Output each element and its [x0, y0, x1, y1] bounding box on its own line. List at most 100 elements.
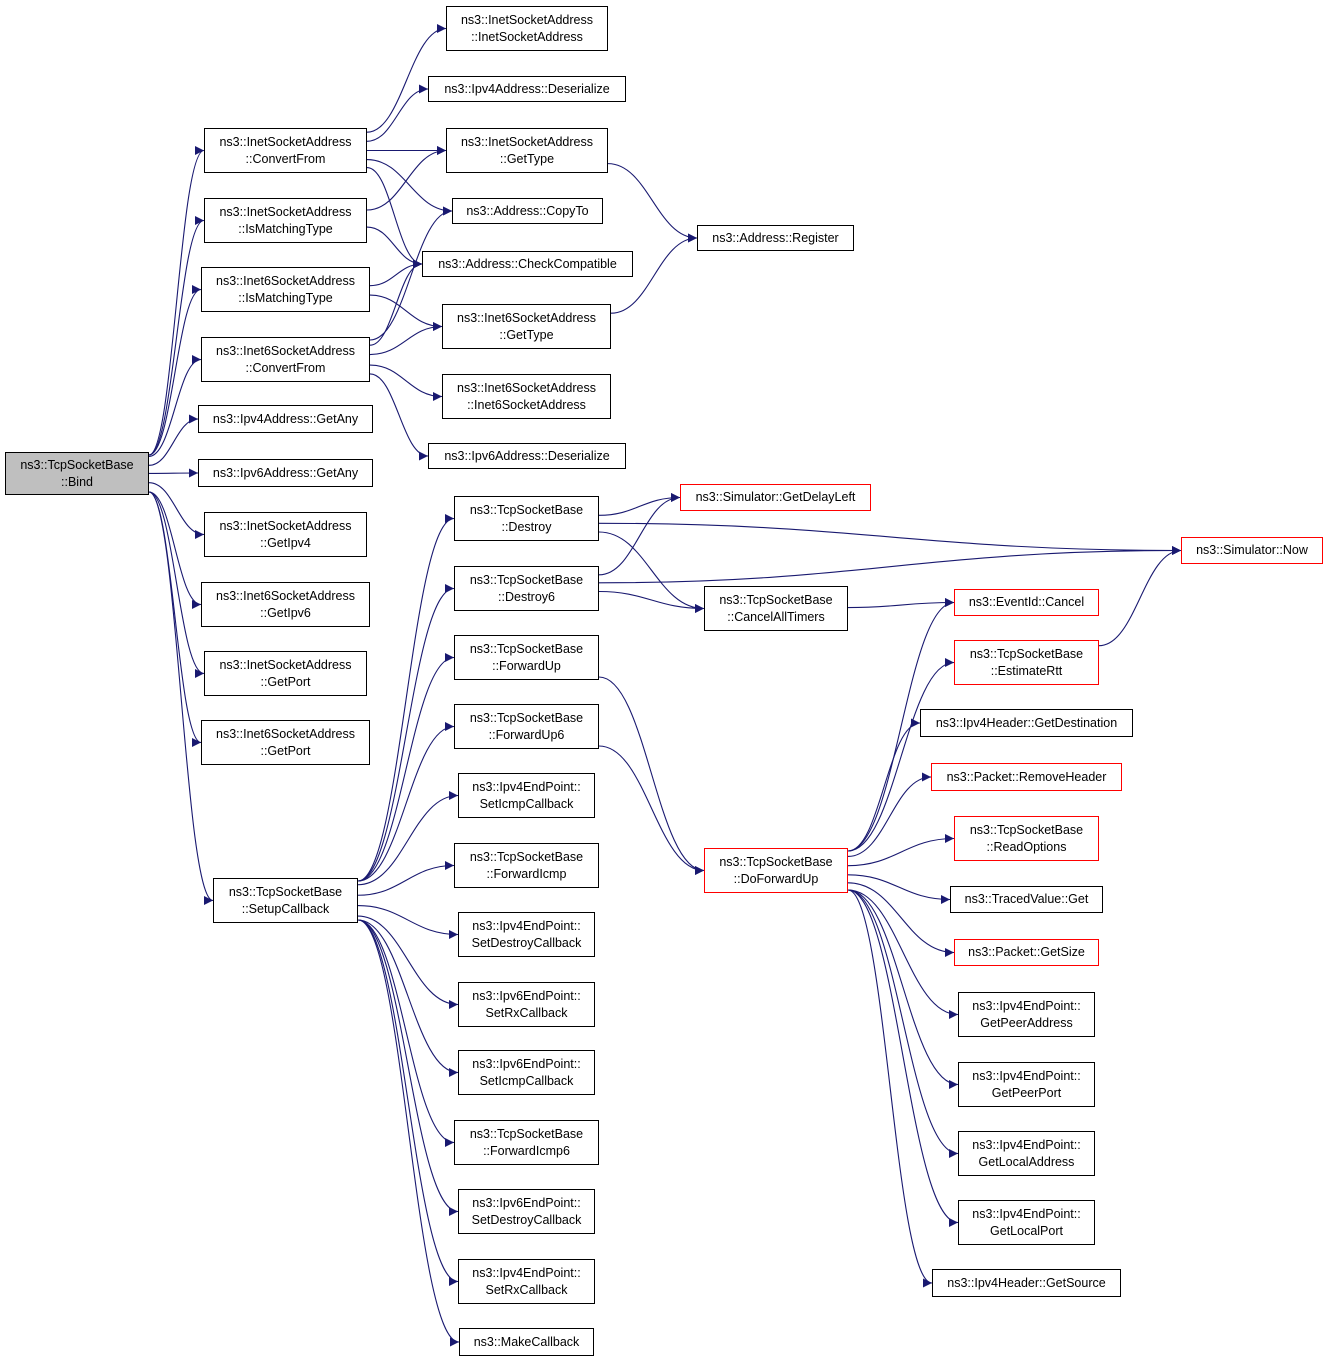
- graph-node-isa-getport[interactable]: ns3::InetSocketAddress::GetPort: [204, 651, 367, 696]
- graph-node-readoptions[interactable]: ns3::TcpSocketBase::ReadOptions: [954, 816, 1099, 861]
- node-label-line: ns3::TcpSocketBase: [969, 822, 1084, 837]
- node-label-line: ::ForwardIcmp: [486, 866, 567, 881]
- node-label-line: ::IsMatchingType: [238, 290, 333, 305]
- graph-node-cancelall[interactable]: ns3::TcpSocketBase::CancelAllTimers: [704, 586, 848, 631]
- node-label-line: ns3::Simulator::GetDelayLeft: [695, 490, 856, 504]
- graph-node-ipv6ep-setdestroy[interactable]: ns3::Ipv6EndPoint::SetDestroyCallback: [458, 1189, 595, 1234]
- call-edge-bind-to-isa-cf: [148, 146, 205, 456]
- graph-node-ipv6-getany[interactable]: ns3::Ipv6Address::GetAny: [198, 459, 373, 487]
- graph-node-ipv4ep-getpeerport[interactable]: ns3::Ipv4EndPoint::GetPeerPort: [958, 1062, 1095, 1107]
- call-edge-doforwardup-to-ipv4h-getdest: [847, 718, 921, 852]
- call-edge-doforwardup-to-readoptions: [847, 834, 955, 867]
- graph-node-ipv6ep-setrx[interactable]: ns3::Ipv6EndPoint::SetRxCallback: [458, 982, 595, 1027]
- node-label-line: ns3::Ipv4EndPoint::: [972, 1137, 1081, 1152]
- graph-node-pkt-removeheader[interactable]: ns3::Packet::RemoveHeader: [931, 763, 1122, 791]
- call-edge-isa-cf-to-ipv4-deser: [366, 84, 429, 142]
- call-edge-setupcb-to-ipv6ep-setdestroy: [357, 919, 459, 1216]
- call-edge-setupcb-to-ipv6ep-setrx: [357, 915, 459, 1009]
- graph-node-ipv4ep-getpeeraddr[interactable]: ns3::Ipv4EndPoint::GetPeerAddress: [958, 992, 1095, 1037]
- node-label-line: ::GetIpv6: [260, 605, 311, 620]
- graph-node-fwdicmp6[interactable]: ns3::TcpSocketBase::ForwardIcmp6: [454, 1120, 599, 1165]
- graph-node-destroy[interactable]: ns3::TcpSocketBase::Destroy: [454, 496, 599, 541]
- graph-node-sim-now[interactable]: ns3::Simulator::Now: [1181, 537, 1323, 564]
- call-edge-destroy6-to-cancelall: [598, 590, 705, 613]
- graph-node-i6sa-gettype[interactable]: ns3::Inet6SocketAddress::GetType: [442, 304, 611, 349]
- node-label-line: ns3::Ipv4EndPoint::: [972, 1068, 1081, 1083]
- graph-node-ipv4h-getsource[interactable]: ns3::Ipv4Header::GetSource: [932, 1269, 1121, 1297]
- call-edge-isa-imt-to-isa-gettype: [366, 146, 447, 211]
- graph-node-ipv4ep-getlocalport[interactable]: ns3::Ipv4EndPoint::GetLocalPort: [958, 1200, 1095, 1245]
- node-label-line: GetLocalAddress: [978, 1154, 1075, 1169]
- graph-node-ipv6-deser[interactable]: ns3::Ipv6Address::Deserialize: [428, 443, 626, 469]
- graph-node-isa-getipv4[interactable]: ns3::InetSocketAddress::GetIpv4: [204, 512, 367, 557]
- node-label-line: ns3::Inet6SocketAddress: [216, 726, 355, 741]
- call-edge-setupcb-to-destroy: [357, 514, 455, 882]
- call-edge-i6sa-cf-to-i6sa-ctor: [369, 364, 443, 401]
- node-label-line: ::CancelAllTimers: [727, 609, 825, 624]
- graph-node-ipv4ep-setrx[interactable]: ns3::Ipv4EndPoint::SetRxCallback: [458, 1259, 595, 1304]
- graph-node-event-cancel[interactable]: ns3::EventId::Cancel: [954, 589, 1099, 616]
- node-label-line: ns3::Ipv6Address::Deserialize: [444, 448, 610, 463]
- call-edge-destroy-to-sim-now: [598, 522, 1182, 555]
- node-label-line: ns3::TcpSocketBase: [469, 572, 584, 587]
- call-edge-i6sa-imt-to-i6sa-gettype: [369, 294, 443, 331]
- call-edge-setupcb-to-fwdicmp: [357, 861, 455, 896]
- node-label-line: ::GetPort: [260, 743, 311, 758]
- graph-node-i6sa-cf[interactable]: ns3::Inet6SocketAddress::ConvertFrom: [201, 337, 370, 382]
- node-label-line: ns3::Ipv6EndPoint::: [472, 1195, 581, 1210]
- call-edge-bind-to-isa-getipv4: [148, 482, 205, 539]
- graph-node-destroy6[interactable]: ns3::TcpSocketBase::Destroy6: [454, 566, 599, 611]
- graph-node-makecb[interactable]: ns3::MakeCallback: [459, 1328, 594, 1356]
- graph-node-ipv4-getany[interactable]: ns3::Ipv4Address::GetAny: [198, 405, 373, 433]
- graph-node-ipv4-deser[interactable]: ns3::Ipv4Address::Deserialize: [428, 76, 626, 102]
- node-label-line: ns3::Packet::RemoveHeader: [946, 769, 1107, 784]
- call-edge-doforwardup-to-estimatertt: [847, 658, 955, 852]
- node-label-line: ::ConvertFrom: [245, 360, 326, 375]
- node-label-line: ::ConvertFrom: [245, 151, 326, 166]
- node-label-line: ::IsMatchingType: [238, 221, 333, 236]
- graph-node-ipv4h-getdest[interactable]: ns3::Ipv4Header::GetDestination: [920, 709, 1133, 737]
- graph-node-forwardup6[interactable]: ns3::TcpSocketBase::ForwardUp6: [454, 704, 599, 749]
- call-edge-destroy6-to-sim-now: [598, 546, 1182, 584]
- graph-node-addr-checkcompat[interactable]: ns3::Address::CheckCompatible: [422, 251, 633, 277]
- node-label-line: ns3::Ipv4Header::GetDestination: [935, 715, 1118, 730]
- call-edge-bind-to-setupcb: [148, 491, 214, 905]
- graph-node-addr-register[interactable]: ns3::Address::Register: [697, 225, 854, 251]
- node-label-line: SetRxCallback: [485, 1005, 568, 1020]
- graph-node-i6sa-getport[interactable]: ns3::Inet6SocketAddress::GetPort: [201, 720, 370, 765]
- node-label-line: ns3::Ipv4Address::GetAny: [212, 411, 359, 426]
- node-label-line: ns3::EventId::Cancel: [968, 595, 1085, 609]
- graph-node-pkt-getsize[interactable]: ns3::Packet::GetSize: [954, 939, 1099, 966]
- graph-node-estimatertt[interactable]: ns3::TcpSocketBase::EstimateRtt: [954, 640, 1099, 685]
- graph-node-isa-ctor[interactable]: ns3::InetSocketAddress::InetSocketAddres…: [446, 6, 608, 51]
- call-edge-doforwardup-to-event-cancel: [847, 598, 955, 852]
- graph-node-i6sa-imt[interactable]: ns3::Inet6SocketAddress::IsMatchingType: [201, 267, 370, 312]
- graph-node-i6sa-ctor[interactable]: ns3::Inet6SocketAddress::Inet6SocketAddr…: [442, 374, 611, 419]
- node-label-line: ::Inet6SocketAddress: [467, 397, 586, 412]
- graph-node-tracedvalue-get[interactable]: ns3::TracedValue::Get: [950, 886, 1103, 913]
- graph-node-isa-cf[interactable]: ns3::InetSocketAddress::ConvertFrom: [204, 128, 367, 173]
- call-edge-setupcb-to-forwardup: [357, 653, 455, 882]
- graph-node-ipv4ep-setdestroy[interactable]: ns3::Ipv4EndPoint::SetDestroyCallback: [458, 912, 595, 957]
- call-edge-forwardup-to-doforwardup: [598, 676, 705, 875]
- graph-node-sim-delayleft[interactable]: ns3::Simulator::GetDelayLeft: [680, 484, 871, 511]
- node-label-line: ::Bind: [61, 474, 93, 489]
- node-label-line: ::EstimateRtt: [990, 663, 1063, 678]
- graph-node-ipv4ep-getlocaladdr[interactable]: ns3::Ipv4EndPoint::GetLocalAddress: [958, 1131, 1095, 1176]
- graph-node-ipv4ep-seticmp[interactable]: ns3::Ipv4EndPoint::SetIcmpCallback: [458, 773, 595, 818]
- graph-node-doforwardup[interactable]: ns3::TcpSocketBase::DoForwardUp: [704, 848, 848, 893]
- call-edge-bind-to-i6sa-getipv6: [148, 491, 202, 609]
- graph-node-setupcb[interactable]: ns3::TcpSocketBase::SetupCallback: [213, 878, 358, 923]
- node-label-line: ns3::TracedValue::Get: [964, 892, 1089, 906]
- graph-node-forwardup[interactable]: ns3::TcpSocketBase::ForwardUp: [454, 635, 599, 680]
- node-label-line: ns3::InetSocketAddress: [219, 134, 352, 149]
- graph-node-ipv6ep-seticmp[interactable]: ns3::Ipv6EndPoint::SetIcmpCallback: [458, 1050, 595, 1095]
- graph-node-i6sa-getipv6[interactable]: ns3::Inet6SocketAddress::GetIpv6: [201, 582, 370, 627]
- node-label-line: GetPeerAddress: [980, 1015, 1073, 1030]
- graph-node-addr-copyto[interactable]: ns3::Address::CopyTo: [452, 198, 603, 224]
- graph-node-isa-imt[interactable]: ns3::InetSocketAddress::IsMatchingType: [204, 198, 367, 243]
- graph-node-fwdicmp[interactable]: ns3::TcpSocketBase::ForwardIcmp: [454, 843, 599, 888]
- graph-node-isa-gettype[interactable]: ns3::InetSocketAddress::GetType: [446, 128, 608, 173]
